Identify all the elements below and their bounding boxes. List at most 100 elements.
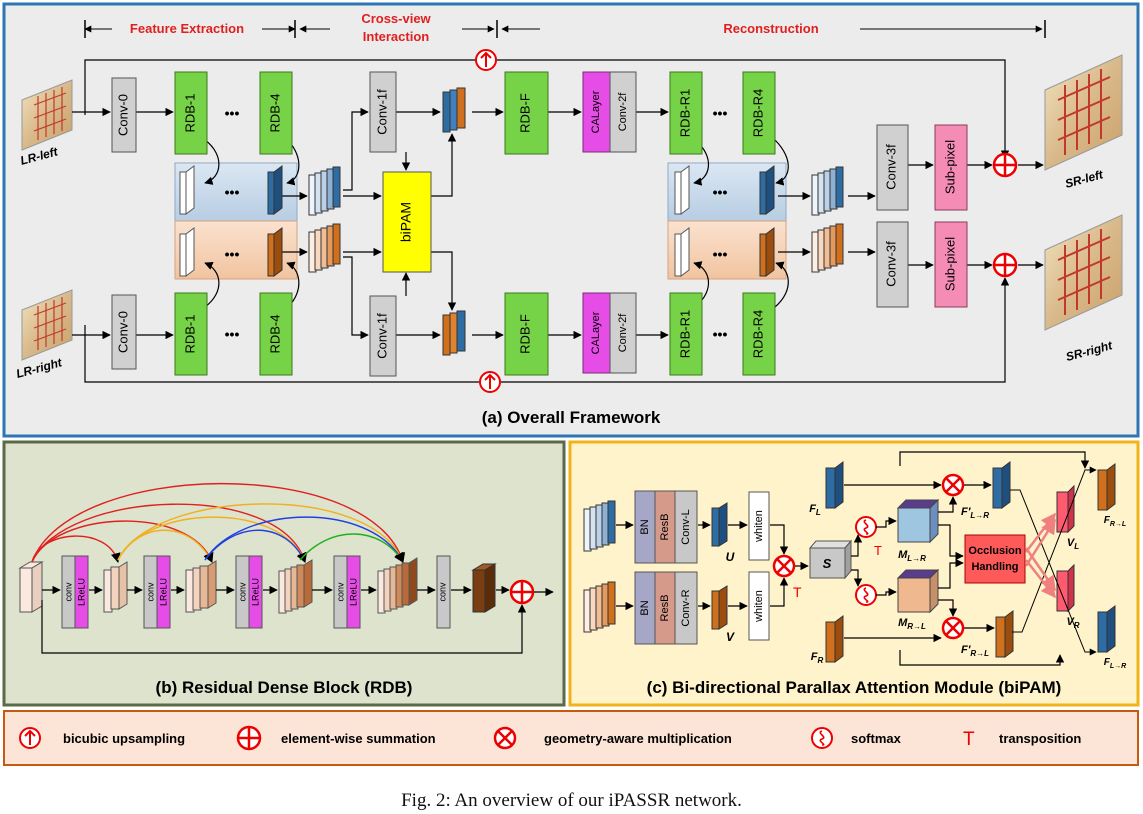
similarity-s-cube (808, 539, 853, 580)
svg-text:ResB: ResB (659, 595, 671, 622)
svg-text:RDB-R1: RDB-R1 (677, 310, 692, 358)
svg-text:LReLU: LReLU (250, 578, 260, 606)
label-f-left: FL (809, 503, 821, 517)
panel-a-title: (a) Overall Framework (482, 408, 661, 427)
svg-text:ResB: ResB (659, 514, 671, 541)
transpose-symbol: T (874, 543, 882, 558)
upsample-icon (479, 371, 501, 393)
rdb-stack-5 (377, 557, 418, 614)
svg-text:Conv-0: Conv-0 (115, 94, 130, 136)
stage-feature-extraction: Feature Extraction (130, 21, 244, 36)
sum-icon (992, 152, 1018, 178)
sum-icon (509, 579, 535, 605)
legend-transpose-symbol: T (963, 729, 975, 750)
rdbr4-block-bottom: RDB-R4 (742, 292, 776, 376)
panel-bipam: BN ResB Conv-L BN ResB Conv-R U V white (568, 440, 1140, 707)
legend-frame (3, 710, 1139, 766)
svg-text:•••: ••• (713, 184, 728, 200)
rdb-stack-2 (103, 561, 128, 613)
svg-text:Conv-L: Conv-L (680, 509, 692, 544)
svg-text:biPAM: biPAM (398, 202, 414, 242)
legend-sum-label: element-wise summation (281, 731, 436, 746)
feature-f-left (825, 461, 844, 509)
svg-text:whiten: whiten (753, 590, 765, 623)
fused-feature-bottom (442, 310, 466, 356)
rdb4-block-bottom: RDB-4 (259, 292, 293, 376)
output-f-r2l (1097, 463, 1116, 511)
ellipsis: ••• (225, 326, 240, 342)
bipam-block: biPAM (382, 171, 432, 273)
calayer-block-bottom: CALayer Conv-2f (582, 292, 637, 374)
svg-text:CALayer: CALayer (590, 90, 602, 133)
label-output-r2l: FR→L (1104, 515, 1126, 528)
svg-text:conv: conv (237, 582, 247, 602)
svg-text:Conv-3f: Conv-3f (883, 241, 898, 287)
stage-reconstruction: Reconstruction (723, 21, 818, 36)
svg-text:RDB-1: RDB-1 (182, 314, 197, 353)
rdbr1-block-top: RDB-R1 (669, 71, 703, 155)
feature-maps-right-band: ••• (179, 227, 283, 277)
fused-feature-top (442, 87, 466, 133)
calayer-block-top: CALayer Conv-2f (582, 71, 637, 153)
rdb-stack-4 (278, 559, 313, 614)
multiply-icon (772, 554, 796, 578)
label-v: V (726, 630, 735, 644)
bipam-branch-right: BN ResB Conv-R (634, 571, 698, 645)
feature-maps-right-recon: ••• (674, 227, 775, 277)
stage-cross-view: Cross-view (361, 11, 431, 26)
stage-header: Feature Extraction Cross-view Interactio… (84, 11, 1046, 44)
label-s: S (823, 556, 832, 571)
feature-f-prime-r2l (995, 610, 1014, 658)
subpixel-block-top: Sub-pixel (934, 124, 968, 211)
conv3f-block-bottom: Conv-3f (876, 221, 909, 308)
legend-transpose-label: transposition (999, 731, 1081, 746)
svg-text:Conv-3f: Conv-3f (883, 144, 898, 190)
whiten-block-bottom: whiten (748, 571, 770, 641)
bipam-branch-left: BN ResB Conv-L (634, 490, 698, 564)
figure-caption: Fig. 2: An overview of our iPASSR networ… (401, 790, 742, 811)
valid-mask-left (1056, 484, 1075, 534)
feature-f-right (825, 615, 844, 663)
stage-interaction: Interaction (363, 29, 430, 44)
svg-text:RDB-1: RDB-1 (182, 93, 197, 132)
conv3f-block-top: Conv-3f (876, 124, 909, 211)
rdb-conv-block-4: conv LReLU (333, 555, 361, 629)
label-m-l2r: ML→R (898, 549, 926, 563)
upsample-icon (475, 49, 497, 71)
label-f-prime-l2r: F′L→R (961, 506, 989, 520)
softmax-icon (855, 516, 877, 538)
rdbr4-block-top: RDB-R4 (742, 71, 776, 155)
subpixel-block-bottom: Sub-pixel (934, 221, 968, 308)
svg-text:Conv-R: Conv-R (680, 589, 692, 626)
svg-text:RDB-4: RDB-4 (267, 93, 282, 132)
feature-maps-left-recon: ••• (674, 165, 775, 215)
output-f-l2r (1097, 605, 1116, 653)
label-u: U (726, 550, 735, 564)
attention-map-l2r-cube (896, 498, 940, 544)
softmax-icon (855, 584, 877, 606)
svg-text:Conv-0: Conv-0 (115, 311, 130, 353)
feature-v (711, 585, 728, 630)
attention-map-r2l-cube (896, 568, 940, 614)
label-f-prime-r2l: F′R→L (961, 644, 989, 658)
panel-c-title: (c) Bi-directional Parallax Attention Mo… (647, 678, 1062, 697)
conv1f-block-bottom: Conv-1f (369, 295, 397, 377)
svg-text:conv: conv (335, 582, 345, 602)
bipam-flow-arrows (616, 451, 1097, 666)
svg-text:Conv-2f: Conv-2f (617, 313, 629, 352)
svg-text:Sub-pixel: Sub-pixel (942, 237, 957, 291)
concat-stack-left-recon (811, 166, 844, 216)
rdb1-block-top: RDB-1 (174, 71, 208, 155)
svg-text:RDB-F: RDB-F (517, 93, 532, 133)
sr-right-image (1044, 214, 1123, 331)
label-v-right: VR (1066, 616, 1079, 630)
rdb-conv-block-2: conv LReLU (143, 555, 171, 629)
svg-text:Sub-pixel: Sub-pixel (942, 140, 957, 194)
svg-text:LReLU: LReLU (158, 578, 168, 606)
rdb4-block-top: RDB-4 (259, 71, 293, 155)
ellipsis: ••• (713, 105, 728, 121)
feature-maps-left-band: ••• (179, 165, 283, 215)
panel-residual-dense-block: conv LReLU conv LReLU conv LReLU (2, 440, 566, 707)
svg-text:Occlusion: Occlusion (968, 545, 1021, 557)
label-output-l2r: FL→R (1104, 657, 1126, 670)
